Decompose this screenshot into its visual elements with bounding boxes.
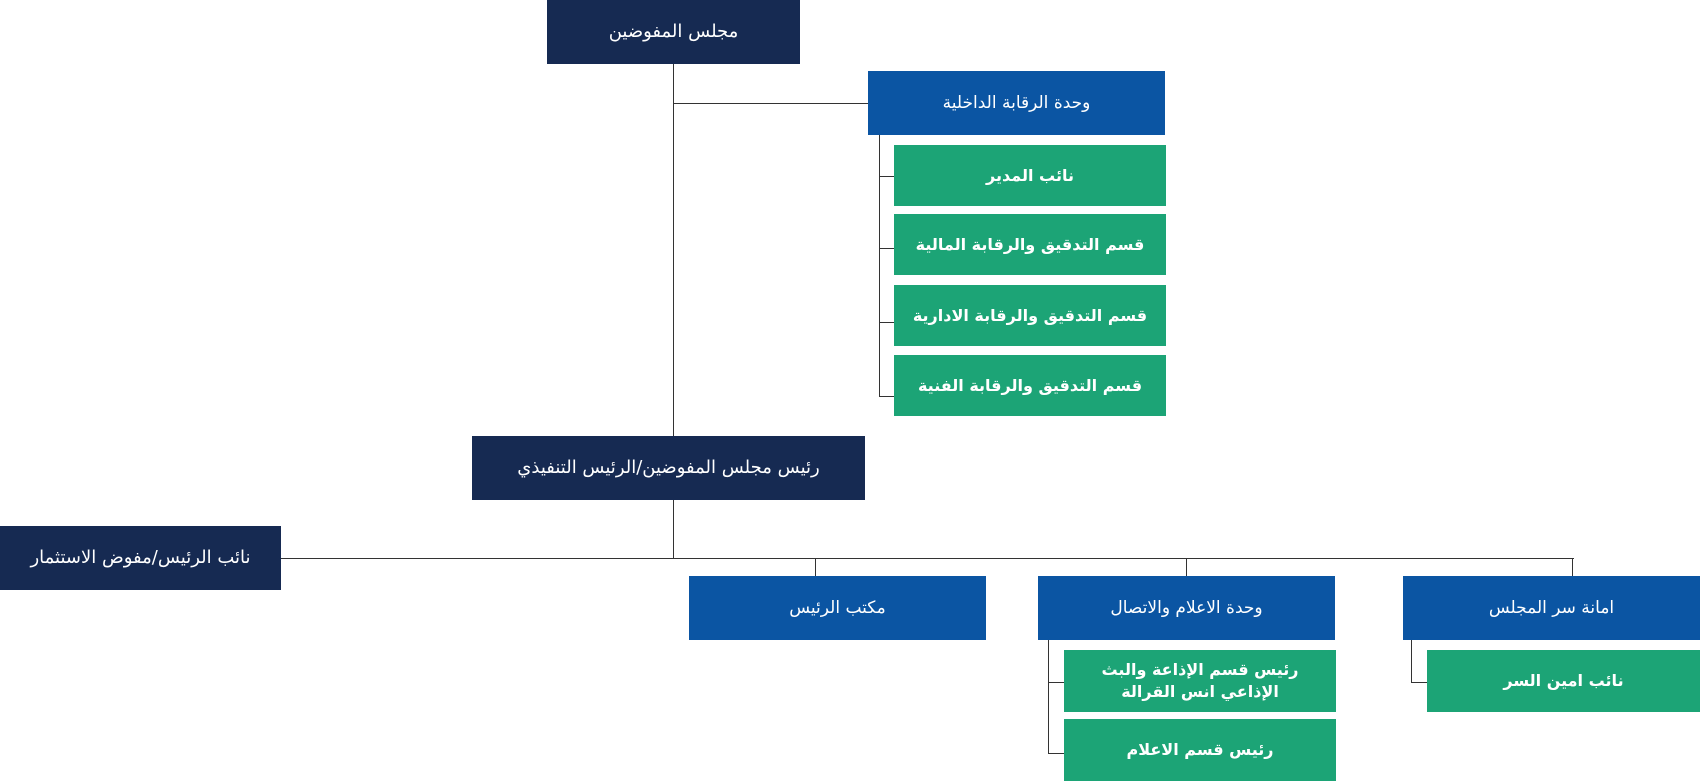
connector-chairman-down bbox=[673, 500, 674, 558]
board-of-commissioners-box: مجلس المفوضين bbox=[547, 0, 800, 64]
audit-item-label: نائب المدير bbox=[986, 165, 1074, 185]
secretariat-label: امانة سر المجلس bbox=[1488, 598, 1615, 618]
internal-audit-label: وحدة الرقابة الداخلية bbox=[942, 93, 1091, 113]
audit-item-label: قسم التدقيق والرقابة الادارية bbox=[912, 305, 1148, 325]
deputy-secretary-box: نائب امين السر bbox=[1427, 650, 1700, 712]
media-communication-unit-box: وحدة الاعلام والاتصال bbox=[1038, 576, 1335, 640]
board-label: مجلس المفوضين bbox=[608, 21, 739, 42]
connector-secretariat-spine bbox=[1411, 640, 1412, 683]
secretariat-item-label: نائب امين السر bbox=[1503, 671, 1624, 690]
connector-horizontal-bus bbox=[281, 558, 1574, 559]
audit-item-label: قسم التدقيق والرقابة المالية bbox=[915, 234, 1145, 254]
connector-audit-item-1 bbox=[879, 176, 894, 177]
connector-media-spine bbox=[1048, 640, 1049, 754]
audit-financial-dept-box: قسم التدقيق والرقابة المالية bbox=[894, 214, 1166, 275]
connector-to-office bbox=[815, 558, 816, 576]
connector-to-media bbox=[1186, 558, 1187, 576]
chairman-ceo-box: رئيس مجلس المفوضين/الرئيس التنفيذي bbox=[472, 436, 865, 500]
media-item-label: رئيس قسم الإذاعة والبث الإذاعي انس القرا… bbox=[1101, 660, 1299, 701]
connector-media-item-2 bbox=[1048, 753, 1064, 754]
connector-board-to-audit bbox=[673, 103, 868, 104]
audit-administrative-dept-box: قسم التدقيق والرقابة الادارية bbox=[894, 285, 1166, 346]
internal-audit-unit-box: وحدة الرقابة الداخلية bbox=[868, 71, 1165, 135]
broadcast-dept-head-box: رئيس قسم الإذاعة والبث الإذاعي انس القرا… bbox=[1064, 650, 1336, 712]
chairman-office-box: مكتب الرئيس bbox=[689, 576, 986, 640]
connector-audit-item-2 bbox=[879, 248, 894, 249]
connector-secretariat-item-1 bbox=[1411, 682, 1427, 683]
audit-deputy-director-box: نائب المدير bbox=[894, 145, 1166, 206]
connector-to-secretariat bbox=[1572, 558, 1573, 576]
media-item-label: رئيس قسم الاعلام bbox=[1126, 740, 1274, 759]
connector-audit-spine bbox=[879, 135, 880, 397]
chairman-label: رئيس مجلس المفوضين/الرئيس التنفيذي bbox=[517, 457, 820, 478]
audit-technical-dept-box: قسم التدقيق والرقابة الفنية bbox=[894, 355, 1166, 416]
board-secretariat-box: امانة سر المجلس bbox=[1403, 576, 1700, 640]
media-dept-head-box: رئيس قسم الاعلام bbox=[1064, 719, 1336, 781]
office-label: مكتب الرئيس bbox=[789, 598, 886, 618]
connector-board-to-chairman bbox=[673, 64, 674, 437]
connector-media-item-1 bbox=[1048, 682, 1064, 683]
media-label: وحدة الاعلام والاتصال bbox=[1110, 598, 1263, 618]
connector-audit-item-3 bbox=[879, 322, 894, 323]
vice-label: نائب الرئيس/مفوض الاستثمار bbox=[30, 547, 251, 568]
audit-item-label: قسم التدقيق والرقابة الفنية bbox=[917, 375, 1143, 395]
vice-chairman-box: نائب الرئيس/مفوض الاستثمار bbox=[0, 526, 281, 590]
connector-audit-item-4 bbox=[879, 396, 894, 397]
